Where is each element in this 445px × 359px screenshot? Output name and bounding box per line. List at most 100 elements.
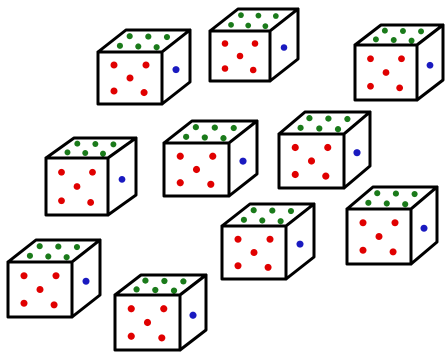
die-top-pip [316, 125, 322, 131]
die-top-pip [409, 38, 415, 44]
die [98, 30, 190, 104]
die-front-pip [177, 153, 184, 160]
die [164, 121, 257, 196]
die-top-pip [245, 23, 251, 29]
die-front-pip [266, 236, 273, 243]
die-top-pip [100, 151, 106, 157]
die-top-pip [335, 126, 341, 132]
die-right-pip [296, 241, 303, 248]
die-top-pip [228, 22, 234, 28]
die-top-pip [412, 191, 418, 197]
die-right-pip [420, 225, 427, 232]
die [46, 138, 136, 215]
die-top-pip [133, 286, 139, 292]
die-top-pip [82, 150, 88, 156]
die-top-pip [212, 124, 218, 130]
die-front-pip [89, 169, 96, 176]
die [355, 25, 443, 100]
die-front-pip [367, 55, 374, 62]
die-front-pip [250, 249, 257, 256]
die-top-pip [374, 190, 380, 196]
die [279, 112, 370, 188]
die-front-pip [250, 67, 257, 74]
die-top-pip [92, 141, 98, 147]
die-top-pip [154, 44, 160, 50]
die-top-pip [393, 191, 399, 197]
die-top-pip [135, 43, 141, 49]
die-top-pip [183, 134, 189, 140]
die [210, 9, 298, 81]
die-front-pip [110, 61, 117, 68]
die-front-pip [383, 69, 390, 76]
die-top-pip [241, 217, 247, 223]
die-top-pip [382, 28, 388, 34]
die-right-pip [82, 278, 89, 285]
die-front-pip [359, 219, 366, 226]
die [347, 187, 437, 264]
die-front-pip [52, 272, 59, 279]
die-right-pip [281, 44, 288, 51]
die-front-pip [237, 53, 244, 60]
die-front-pip [58, 197, 65, 204]
die-top-pip [45, 253, 51, 259]
die-top-pip [64, 254, 70, 260]
die-top-pip [161, 278, 167, 284]
die-top-pip [55, 244, 61, 250]
die-top-pip [384, 200, 390, 206]
die-front-pip [222, 40, 229, 47]
die-right-pip [119, 176, 126, 183]
die-top-pip [269, 208, 275, 214]
die-front-pip [128, 333, 135, 340]
die-top-pip [152, 287, 158, 293]
die-top-pip [402, 201, 408, 207]
die-front-pip [390, 248, 397, 255]
die-top-pip [220, 135, 226, 141]
die-top-pip [400, 28, 406, 34]
die-top-pip [278, 218, 284, 224]
die-top-pip [171, 287, 177, 293]
die-front-pip [292, 144, 299, 151]
die-front-pip [20, 272, 27, 279]
die-top-pip [145, 34, 151, 40]
die-top-pip [256, 13, 262, 19]
die-front-pip [398, 55, 405, 62]
die-front-pip [209, 153, 216, 160]
die-front-pip [142, 61, 149, 68]
die-top-pip [110, 141, 116, 147]
die-top-pip [37, 243, 43, 249]
die-top-pip [238, 12, 244, 18]
die-front-pip [396, 84, 403, 91]
die-top-pip [65, 149, 71, 155]
die-front-pip [265, 264, 272, 271]
die-right-pip [172, 66, 179, 73]
die-right-pip [427, 62, 434, 69]
die-top-pip [251, 207, 257, 213]
die-top-pip [231, 125, 237, 131]
die-right-pip [239, 158, 246, 165]
die-top-pip [297, 125, 303, 131]
die [222, 204, 314, 279]
die-top-pip [180, 278, 186, 284]
die-front-pip [193, 166, 200, 173]
die-top-pip [74, 141, 80, 147]
die-front-pip [222, 65, 229, 72]
die-top-pip [418, 28, 424, 34]
die-top-pip [344, 116, 350, 122]
die-top-pip [27, 253, 33, 259]
die-front-pip [51, 301, 58, 308]
die-front-pip [126, 74, 133, 81]
die-front-pip [158, 334, 165, 341]
die-top-pip [74, 244, 80, 250]
die-front-pip [128, 305, 135, 312]
die-top-pip [193, 124, 199, 130]
die-top-pip [391, 37, 397, 43]
die-front-pip [74, 183, 81, 190]
die-top-pip [262, 23, 268, 29]
die-front-pip [391, 219, 398, 226]
die-front-pip [375, 233, 382, 240]
die-front-pip [234, 236, 241, 243]
die-front-pip [308, 157, 315, 164]
die [8, 240, 100, 317]
die-top-pip [273, 13, 279, 19]
